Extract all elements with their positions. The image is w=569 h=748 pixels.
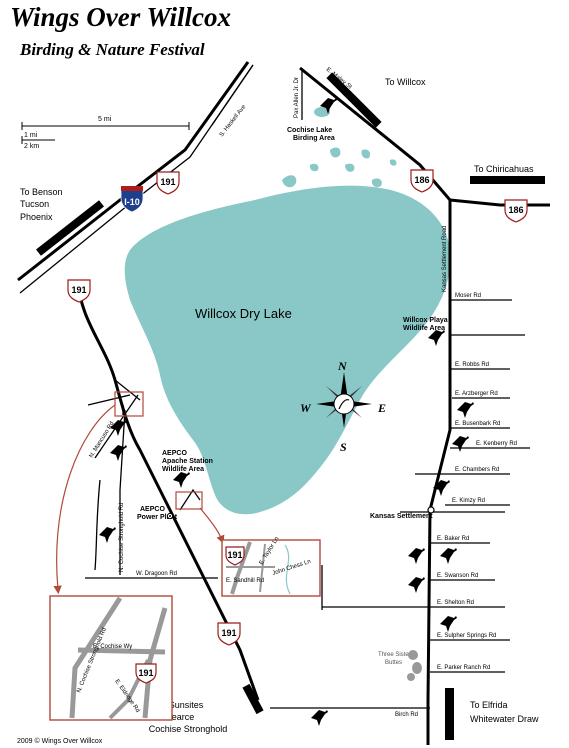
bird-icons bbox=[99, 98, 474, 726]
bird-icon bbox=[311, 710, 328, 726]
road-moser: Moser Rd bbox=[455, 293, 481, 299]
cochise-stronghold-label: Cochise Stronghold bbox=[149, 724, 228, 734]
bird-icon bbox=[440, 616, 457, 632]
west-roads bbox=[85, 394, 218, 579]
road-swanson: E. Swanson Rd bbox=[437, 573, 478, 579]
shield-191-left: 191 bbox=[67, 279, 91, 303]
inset-a-shield: 191 bbox=[227, 550, 242, 560]
road-parker-ranch: E. Parker Ranch Rd bbox=[437, 665, 490, 671]
to-benson-label: To Benson bbox=[20, 187, 63, 197]
inset-a-sandhill: E. Sandhill Rd bbox=[226, 578, 264, 584]
playa-label-1: Willcox Playa bbox=[403, 317, 448, 324]
bird-icon bbox=[440, 548, 457, 564]
svg-text:191: 191 bbox=[221, 628, 236, 638]
svg-text:186: 186 bbox=[414, 175, 429, 185]
road-w-dragoon: W. Dragoon Rd bbox=[136, 571, 177, 577]
lake-label: Willcox Dry Lake bbox=[195, 306, 292, 321]
three-sisters-label-1: Three Sisters bbox=[378, 652, 414, 658]
map-subtitle: Birding & Nature Festival bbox=[19, 40, 205, 59]
road-birch: Birch Rd bbox=[395, 712, 418, 718]
compass-e: E bbox=[377, 401, 386, 415]
road-pax-allen: Pax Allen Jr. Dr bbox=[294, 77, 300, 118]
whitewater-draw-label: Whitewater Draw bbox=[470, 714, 539, 724]
three-sisters-label-2: Buttes bbox=[385, 660, 402, 666]
aepco-a-label-1: AEPCO bbox=[162, 450, 187, 457]
phoenix-label: Phoenix bbox=[20, 212, 53, 222]
pearce-label: Pearce bbox=[166, 712, 195, 722]
locator-box-north bbox=[114, 391, 144, 417]
locator-box-south bbox=[175, 491, 203, 510]
compass-w: W bbox=[300, 401, 312, 415]
lake-roads bbox=[114, 64, 254, 401]
svg-text:191: 191 bbox=[160, 177, 175, 187]
road-sulpher: E. Sulpher Springs Rd bbox=[437, 633, 496, 639]
road-baker: E. Baker Rd bbox=[437, 536, 469, 542]
bird-icon bbox=[408, 548, 425, 564]
inset-cochise-wy: 191 N. Cochise Stronghold Rd E. Cochise … bbox=[49, 595, 173, 721]
inset-b-cochise-wy: E. Cochise Wy bbox=[93, 644, 132, 650]
playa-label-2: Wildlife Area bbox=[403, 325, 445, 332]
shield-i10: I-10 bbox=[120, 186, 144, 213]
scale-top-label: 5 mi bbox=[98, 116, 112, 123]
bird-icon bbox=[99, 527, 116, 543]
to-sunsites-label: To Sunsites bbox=[157, 700, 204, 710]
to-chiricahuas-label: To Chiricahuas bbox=[474, 164, 534, 174]
road-robbs: E. Robbs Rd bbox=[455, 362, 489, 368]
to-elfrida-label: To Elfrida bbox=[470, 700, 508, 710]
svg-text:I-10: I-10 bbox=[124, 197, 140, 207]
tucson-label: Tucson bbox=[20, 199, 49, 209]
compass-n: N bbox=[337, 359, 348, 373]
east-roads bbox=[270, 299, 530, 709]
road-arzberger: E. Arzberger Rd bbox=[455, 391, 498, 397]
svg-text:191: 191 bbox=[71, 285, 86, 295]
bird-icon bbox=[110, 420, 127, 436]
kansas-settlement-label: Kansas Settlement bbox=[370, 513, 433, 520]
inset-b-shield: 191 bbox=[138, 668, 153, 678]
cochise-lake-label-2: Birding Area bbox=[293, 135, 335, 142]
compass-s: S bbox=[340, 440, 347, 454]
map-title: Wings Over Willcox bbox=[10, 2, 231, 32]
road-shelton: E. Shelton Rd bbox=[437, 600, 474, 606]
bird-icon bbox=[457, 402, 474, 418]
bird-icon bbox=[452, 436, 469, 452]
small-ponds bbox=[282, 107, 397, 188]
road-n-cochise-stronghold: N. Cochise Stronghold Rd bbox=[119, 503, 125, 572]
road-kansas-settlement: Kansas Settlement Road bbox=[442, 226, 448, 292]
bird-icon bbox=[110, 445, 127, 461]
shield-191-bottom: 191 bbox=[217, 622, 241, 646]
scale-km-label: 2 km bbox=[24, 143, 39, 150]
aepco-a-label-3: Wildlife Area bbox=[162, 466, 204, 473]
bird-icon bbox=[428, 330, 445, 346]
copyright: 2009 © Wings Over Willcox bbox=[17, 737, 103, 745]
road-chambers: E. Chambers Rd bbox=[455, 467, 499, 473]
willcox-dry-lake bbox=[124, 185, 451, 515]
cochise-lake-label-1: Cochise Lake bbox=[287, 127, 332, 134]
aepco-a-label-2: Apache Station bbox=[162, 458, 213, 465]
bird-icon bbox=[433, 480, 450, 496]
inset-sandhill: 191 E. Taylor Ln E. Sandhill Rd John Che… bbox=[221, 536, 321, 597]
road-busenbark: E. Busenbark Rd bbox=[455, 421, 500, 427]
bird-icon bbox=[320, 98, 337, 114]
aepco-b-label-2: Power Plant bbox=[137, 514, 178, 521]
to-willcox-label: To Willcox bbox=[385, 77, 426, 87]
road-kimzy: E. Kimzy Rd bbox=[452, 498, 485, 504]
svg-text:186: 186 bbox=[508, 205, 523, 215]
three-sisters-buttes bbox=[407, 650, 422, 681]
destination-bars bbox=[36, 72, 545, 740]
road-kenberry: E. Kenberry Rd bbox=[476, 441, 517, 447]
scale-mi-label: 1 mi bbox=[24, 132, 38, 139]
bird-icon bbox=[408, 577, 425, 593]
aepco-b-label-1: AEPCO bbox=[140, 506, 165, 513]
bird-icon bbox=[173, 472, 190, 488]
shield-186-right: 186 bbox=[504, 199, 528, 223]
scale-bar: 5 mi 1 mi 2 km bbox=[21, 116, 190, 150]
compass-rose: N S E W bbox=[300, 359, 386, 454]
shield-186-top: 186 bbox=[410, 169, 434, 193]
shield-191-top: 191 bbox=[156, 171, 180, 195]
